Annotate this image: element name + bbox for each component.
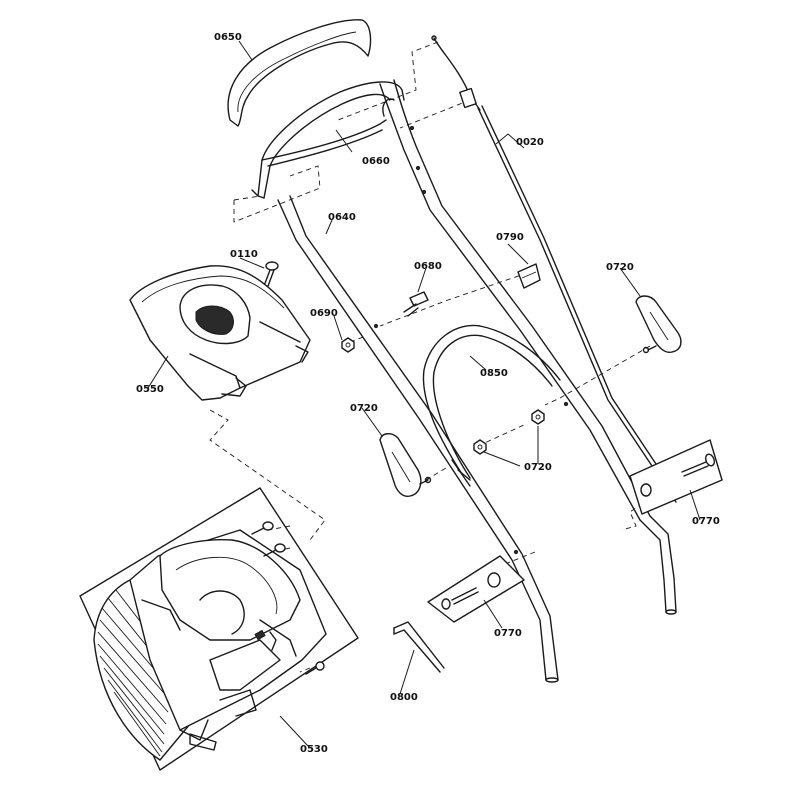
- callout-0800: 0800: [390, 692, 418, 703]
- callout-0020: 0020: [516, 137, 544, 148]
- catcher-lid-part: [129, 265, 311, 401]
- callout-0640: 0640: [328, 212, 356, 223]
- bolt-kit-right: [629, 439, 723, 515]
- callout-0720-mid: 0720: [524, 462, 552, 473]
- callout-0720-right: 0720: [606, 262, 634, 273]
- catcher-mesh-lines: [97, 589, 177, 757]
- callout-0110: 0110: [230, 249, 258, 260]
- clamp-knob-right: [635, 295, 682, 354]
- callout-0770-right: 0770: [692, 516, 720, 527]
- nut-0690: [341, 337, 355, 353]
- callout-0650: 0650: [214, 32, 242, 43]
- callout-0770-mid: 0770: [494, 628, 522, 639]
- callout-0660: 0660: [362, 156, 390, 167]
- nut-0720-upper: [531, 409, 545, 425]
- callout-0690: 0690: [310, 308, 338, 319]
- callout-0680: 0680: [414, 261, 442, 272]
- control-cable: [431, 35, 677, 503]
- pin-part: [403, 291, 429, 317]
- bolt-kit-mid: [427, 555, 525, 623]
- lower-bail-loop: [422, 324, 561, 481]
- leader-lines: [147, 40, 701, 747]
- grass-catcher-assembly: [79, 487, 359, 771]
- callout-0550: 0550: [136, 384, 164, 395]
- main-handle-frame: [277, 79, 677, 683]
- clamp-knob-left: [379, 433, 432, 497]
- handle-grip-part: [227, 19, 372, 127]
- nut-0720-lower: [473, 439, 487, 455]
- hex-key-tool: [393, 621, 445, 673]
- screw-0110: [263, 261, 279, 287]
- callout-0790: 0790: [496, 232, 524, 243]
- callout-labels: 0650 0660 0020 0640 0790 0110 0680 0720 …: [136, 32, 720, 755]
- cable-clip: [517, 263, 541, 289]
- callout-0720-left: 0720: [350, 403, 378, 414]
- callout-0530: 0530: [300, 744, 328, 755]
- assembly-guide-lines: [209, 41, 701, 673]
- upper-handle-bail: [251, 81, 405, 199]
- callout-0850: 0850: [480, 368, 508, 379]
